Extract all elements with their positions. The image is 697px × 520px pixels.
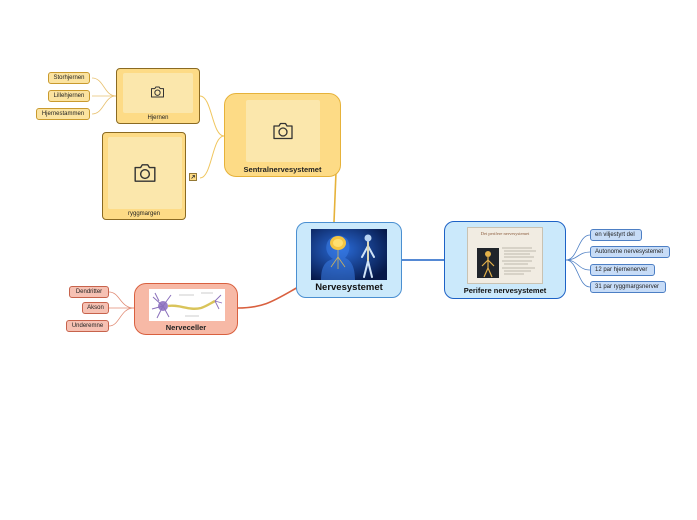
perifere-child-ryggmargsnerver[interactable]: 31 par ryggmargsnerver — [590, 281, 666, 293]
hjernen-child-hjernestammen[interactable]: Hjernestammen — [36, 108, 90, 120]
image-placeholder — [123, 73, 193, 113]
perifere-nervesystemet-label: Perifere nervesystemet — [463, 286, 547, 295]
perifere-nervesystemet-node[interactable]: Det perifere nervesystemet Perifere nerv… — [444, 221, 566, 299]
neuron-image — [149, 289, 225, 321]
slide-text-lines — [502, 247, 536, 275]
perifere-child-autonome[interactable]: Autonome nervesystemet — [590, 246, 670, 258]
nerveceller-child-dendritter[interactable]: Dendritter — [69, 286, 109, 298]
hjernen-label: Hjernen — [147, 115, 169, 121]
ryggmargen-label: ryggmargen — [127, 211, 160, 217]
hjernen-node[interactable]: Hjernen — [116, 68, 200, 124]
nerveceller-child-akson[interactable]: Akson — [82, 302, 109, 314]
nervous-system-image — [311, 229, 387, 280]
link-sentral-hjernen — [199, 95, 225, 137]
image-placeholder — [108, 137, 182, 209]
sentralnervesystemet-node[interactable]: Sentralnervesystemet — [224, 93, 341, 177]
link-central-sentral — [333, 171, 337, 223]
camera-icon — [151, 86, 164, 98]
nerveceller-node[interactable]: Nerveceller — [134, 283, 238, 335]
slide-title: Det perifere nervesystemet — [480, 231, 530, 236]
sentralnervesystemet-label: Sentralnervesystemet — [243, 165, 322, 174]
ryggmargen-node[interactable]: ryggmargen — [102, 132, 186, 220]
link-central-nerveceller — [237, 285, 301, 309]
camera-icon — [273, 122, 293, 140]
nervesystemet-node[interactable]: Nervesystemet — [296, 222, 402, 298]
perifere-child-viljestyrt[interactable]: en viljestyrt del — [590, 229, 642, 241]
link-sentral-ryggmargen — [199, 135, 225, 179]
hjernen-child-storhjernen[interactable]: Storhjernen — [48, 72, 90, 84]
external-link-icon[interactable] — [189, 173, 197, 181]
nerveceller-label: Nerveceller — [165, 323, 207, 332]
hjernen-child-lillehjernen[interactable]: Lillehjernen — [48, 90, 90, 102]
perifere-child-hjernenerver[interactable]: 12 par hjernenerver — [590, 264, 655, 276]
perifere-slide-image: Det perifere nervesystemet — [467, 227, 543, 284]
image-placeholder — [246, 100, 320, 162]
slide-figure — [477, 248, 499, 278]
camera-icon — [134, 164, 156, 182]
nerveceller-child-underemne[interactable]: Underemne — [66, 320, 109, 332]
nervesystemet-label: Nervesystemet — [315, 282, 383, 293]
